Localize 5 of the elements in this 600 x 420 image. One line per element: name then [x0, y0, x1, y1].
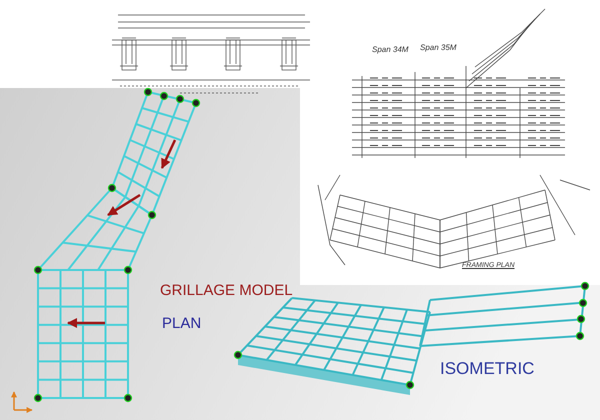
drawing-label: Span 35M [420, 44, 456, 53]
title-label: GRILLAGE MODEL [160, 283, 293, 300]
title-label: ISOMETRIC [440, 360, 534, 379]
title-label: PLAN [162, 316, 202, 332]
drawing-label: Span 34M [372, 46, 408, 55]
